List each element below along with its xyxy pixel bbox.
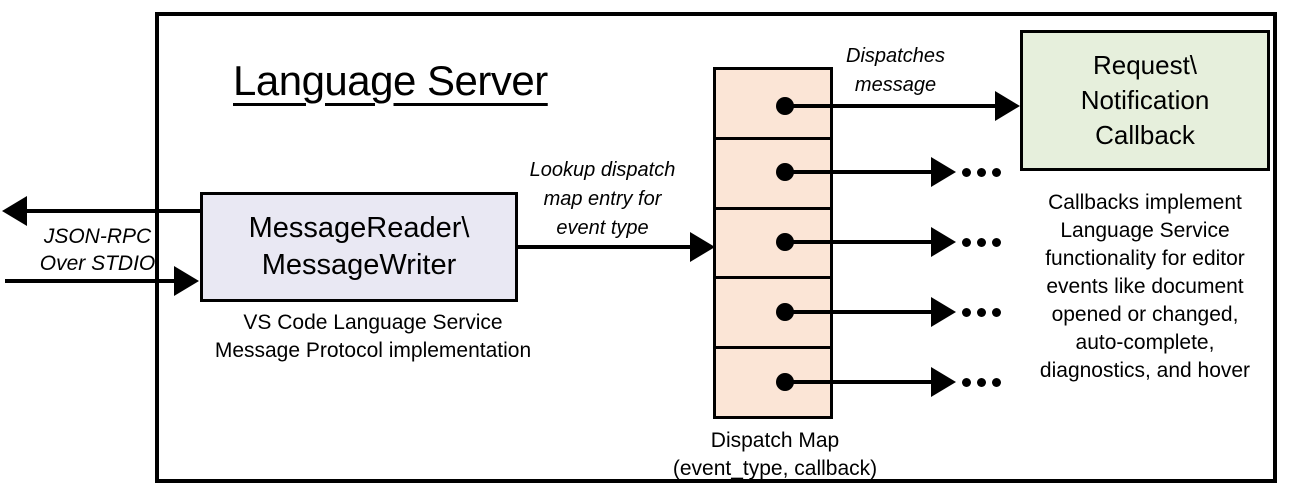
- arrow-stdio-in-shaft: [5, 279, 175, 283]
- diagram-title: Language Server: [233, 57, 548, 104]
- dispatch-map-row: [716, 210, 830, 280]
- jsonrpc-label-line2: Over STDIO: [39, 252, 156, 275]
- ellipsis-icon: [962, 308, 1001, 317]
- callbacks-note-line6: auto-complete,: [1075, 331, 1215, 354]
- callbacks-note-line1: Callbacks implement: [1048, 191, 1242, 214]
- dispatch-map-caption: Dispatch Map (event_type, callback): [655, 427, 895, 483]
- arrow-dispatch-2-head-icon: [931, 157, 956, 187]
- arrow-stdio-out-head-icon: [2, 196, 27, 226]
- callbacks-note-line3: functionality for editor: [1045, 247, 1245, 270]
- ellipsis-icon: [962, 238, 1001, 247]
- lookup-dispatch-label: Lookup dispatch map entry for event type: [505, 156, 700, 243]
- arrow-dispatch-4-shaft: [785, 310, 933, 314]
- arrow-dispatch-5-head-icon: [931, 367, 956, 397]
- lookup-label-line2: map entry for: [543, 188, 662, 210]
- reader-box-line1: MessageReader\: [248, 212, 470, 244]
- callback-box-line3: Callback: [1095, 120, 1195, 150]
- message-reader-writer-box: MessageReader\ MessageWriter: [200, 192, 518, 302]
- jsonrpc-label-line1: JSON-RPC: [43, 225, 152, 248]
- callbacks-note-line2: Language Service: [1060, 219, 1230, 242]
- callbacks-note-line5: opened or changed,: [1051, 303, 1239, 326]
- callbacks-note: Callbacks implement Language Service fun…: [1000, 189, 1290, 385]
- request-notification-callback-box: Request\ Notification Callback: [1020, 30, 1270, 171]
- jsonrpc-stdio-label: JSON-RPC Over STDIO: [15, 223, 180, 277]
- ellipsis-icon: [962, 378, 1001, 387]
- ellipsis-icon: [962, 168, 1001, 177]
- arrow-lookup-shaft: [517, 245, 692, 249]
- arrow-dispatch-5-shaft: [785, 380, 933, 384]
- lookup-label-line3: event type: [556, 217, 649, 239]
- dispatch-map-row: [716, 70, 830, 140]
- arrow-dispatch-3-shaft: [785, 240, 933, 244]
- reader-caption-line2: Message Protocol implementation: [214, 339, 532, 362]
- callback-box-line2: Notification: [1080, 85, 1210, 115]
- reader-box-line2: MessageWriter: [261, 249, 457, 281]
- callbacks-note-line7: diagnostics, and hover: [1039, 359, 1251, 382]
- dispatch-map-caption-line2: (event_type, callback): [672, 457, 878, 480]
- arrow-dispatch-1-shaft: [785, 104, 997, 108]
- callbacks-note-line4: events like document: [1046, 275, 1244, 298]
- arrow-dispatch-1-head-icon: [995, 91, 1020, 121]
- reader-caption-line1: VS Code Language Service: [243, 311, 503, 334]
- arrow-stdio-out-shaft: [20, 209, 200, 213]
- dispatches-label-line1: Dispatches: [846, 45, 945, 67]
- dispatch-map-caption-line1: Dispatch Map: [710, 429, 840, 452]
- callback-box-line1: Request\: [1092, 50, 1198, 80]
- dispatches-label-line2: message: [854, 74, 937, 96]
- arrow-lookup-head-icon: [690, 232, 715, 262]
- dispatches-message-label: Dispatches message: [813, 42, 978, 100]
- reader-box-caption: VS Code Language Service Message Protoco…: [173, 309, 573, 365]
- dispatch-map-row: [716, 279, 830, 350]
- arrow-stdio-in-head-icon: [174, 266, 199, 296]
- arrow-dispatch-3-head-icon: [931, 227, 956, 257]
- arrow-dispatch-4-head-icon: [931, 297, 956, 327]
- lookup-label-line1: Lookup dispatch: [529, 159, 676, 181]
- dispatch-map-row: [716, 140, 830, 210]
- arrow-dispatch-2-shaft: [785, 170, 933, 174]
